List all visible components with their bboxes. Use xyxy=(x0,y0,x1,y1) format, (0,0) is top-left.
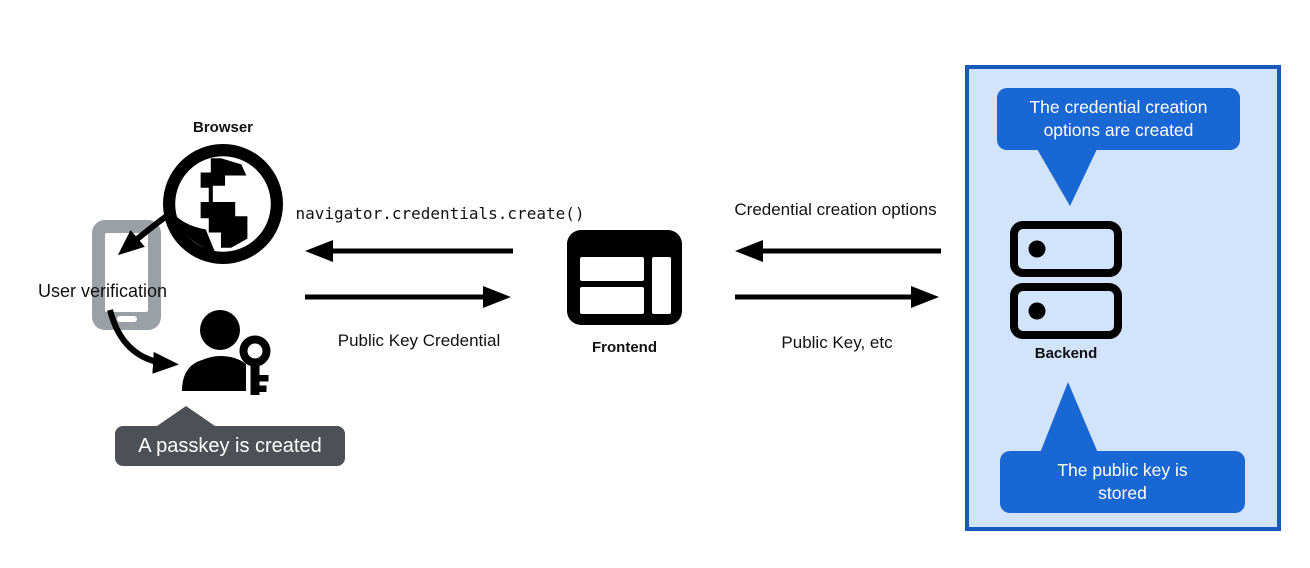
browser-to-frontend-arrow xyxy=(305,286,511,308)
credential-creation-options-label: Credential creation options xyxy=(734,200,937,219)
frontend-label: Frontend xyxy=(592,339,657,356)
key-icon xyxy=(239,335,271,395)
person-with-key-icon xyxy=(182,310,271,395)
phone-to-user-arrow xyxy=(107,309,179,374)
public-key-etc-label: Public Key, etc xyxy=(781,333,893,352)
verification-flow-arrows xyxy=(107,209,179,374)
frontend-to-backend-arrow xyxy=(735,286,939,308)
frontend-to-browser-arrow xyxy=(305,240,513,262)
bottom-callout-pointer xyxy=(1040,382,1098,453)
passkey-tooltip-text: A passkey is created xyxy=(115,426,345,466)
backend-to-frontend-arrow xyxy=(735,240,941,262)
smartphone-home-bar xyxy=(117,316,137,322)
server-stack-icon xyxy=(1010,221,1122,339)
passkey-tooltip-pointer xyxy=(157,406,215,426)
bottom-callout: The public key is stored xyxy=(1000,451,1245,514)
public-key-credential-label: Public Key Credential xyxy=(337,331,501,350)
browser-label: Browser xyxy=(192,119,254,136)
backend-label: Backend xyxy=(1034,345,1098,362)
globe-to-phone-arrow xyxy=(117,209,174,256)
user-verification-label: User verification xyxy=(38,281,168,301)
passkey-tooltip: A passkey is created xyxy=(115,406,345,466)
globe-icon xyxy=(163,144,283,264)
top-callout: The credential creation options are crea… xyxy=(997,88,1240,151)
top-callout-pointer xyxy=(1037,149,1097,206)
api-call-label: navigator.credentials.create() xyxy=(295,204,585,223)
browser-window-icon xyxy=(567,230,682,325)
